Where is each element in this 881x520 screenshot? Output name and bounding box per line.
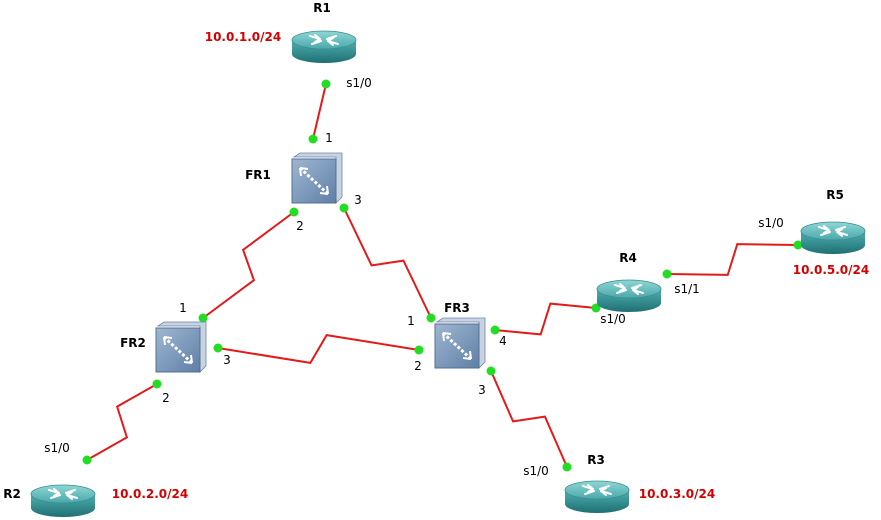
router-icon[interactable] [596, 279, 662, 312]
port-label-fr3: 3 [478, 383, 486, 397]
network-label-r1: 10.0.1.0/24 [205, 30, 282, 44]
port-label-fr3: 2 [414, 359, 422, 373]
port-label-fr3: 1 [407, 314, 415, 328]
port-label-r4: s1/0 [600, 312, 626, 326]
port-label-fr3: 4 [499, 334, 507, 348]
labels-layer: s1/0 1 2 1 3 1 3 2 2 s1/0 3 s1/0 4 s1/0 s1/1 s1/0 R1 10.0… [3, 1, 869, 501]
serial-link-line [343, 207, 432, 319]
port-label-r5: s1/0 [758, 216, 784, 230]
link-fr1-fr3[interactable] [339, 203, 436, 323]
nodes-layer [30, 30, 866, 517]
serial-link-line [490, 370, 568, 468]
port-status-dot [213, 343, 223, 353]
network-label-r3: 10.0.3.0/24 [639, 487, 716, 501]
port-status-dot [662, 269, 672, 279]
port-label-fr1: 3 [354, 193, 362, 207]
router-icon[interactable] [30, 484, 96, 517]
port-status-dot [289, 207, 299, 217]
port-label-r3: s1/0 [523, 464, 549, 478]
serial-link-line [86, 383, 158, 461]
serial-link-line [217, 333, 420, 365]
port-status-dot [490, 325, 500, 335]
port-status-dot [486, 366, 496, 376]
port-label-r1: s1/0 [346, 76, 372, 90]
port-status-dot [793, 240, 803, 250]
port-label-r2: s1/0 [44, 441, 70, 455]
serial-link-line [666, 243, 799, 276]
link-r4-r5[interactable] [662, 240, 803, 279]
port-status-dot [321, 79, 331, 89]
link-fr2-r2[interactable] [82, 379, 162, 465]
router-icon[interactable] [564, 480, 630, 513]
router-name-r1: R1 [313, 1, 331, 15]
link-fr3-r3[interactable] [486, 366, 572, 472]
serial-link-line [202, 211, 295, 319]
port-status-dot [562, 462, 572, 472]
switch-name-fr3: FR3 [444, 301, 470, 315]
frame-relay-switch-icon[interactable] [434, 317, 486, 369]
port-status-dot [152, 379, 162, 389]
router-name-r2: R2 [3, 487, 21, 501]
port-label-r4: s1/1 [674, 282, 700, 296]
network-label-r2: 10.0.2.0/24 [112, 487, 189, 501]
router-name-r4: R4 [619, 251, 637, 265]
frame-relay-switch-icon[interactable] [155, 321, 207, 373]
switch-name-fr2: FR2 [120, 336, 146, 350]
network-label-r5: 10.0.5.0/24 [793, 263, 870, 277]
port-status-dot [308, 134, 318, 144]
port-status-dot [414, 345, 424, 355]
port-status-dot [591, 303, 601, 313]
serial-link-line [312, 83, 327, 140]
port-label-fr1: 2 [296, 219, 304, 233]
link-r1-fr1[interactable] [308, 79, 331, 144]
link-fr3-r4[interactable] [490, 302, 601, 336]
link-fr2-fr3[interactable] [213, 333, 424, 365]
port-label-fr1: 1 [325, 131, 333, 145]
links-layer [82, 79, 803, 472]
serial-link-line [494, 302, 597, 336]
port-label-fr2: 1 [179, 301, 187, 315]
port-label-fr2: 3 [223, 353, 231, 367]
port-status-dot [339, 203, 349, 213]
link-fr1-fr2[interactable] [198, 207, 299, 323]
port-status-dot [426, 313, 436, 323]
switch-name-fr1: FR1 [245, 168, 271, 182]
router-icon[interactable] [800, 221, 866, 254]
port-label-fr2: 2 [162, 391, 170, 405]
router-name-r3: R3 [587, 453, 605, 467]
port-status-dot [198, 313, 208, 323]
frame-relay-switch-icon[interactable] [291, 152, 343, 204]
port-status-dot [82, 455, 92, 465]
router-icon[interactable] [291, 30, 357, 63]
router-name-r5: R5 [826, 188, 844, 202]
